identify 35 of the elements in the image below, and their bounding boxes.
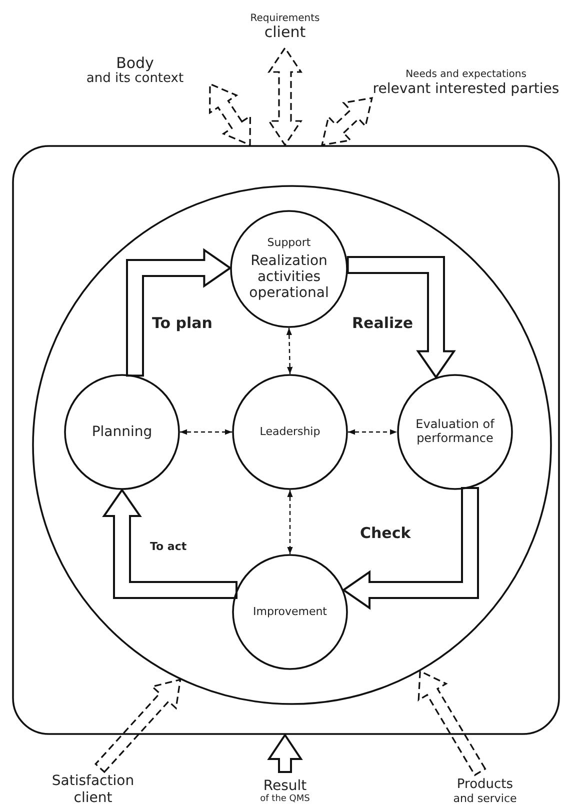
block-arrow: [94, 678, 182, 774]
arrow: [286, 328, 293, 374]
edge-label: To act: [150, 540, 187, 553]
node-label: client: [264, 24, 306, 42]
edge-label: To plan: [152, 314, 212, 332]
block-arrow: [346, 256, 456, 379]
node-label: Result: [263, 778, 307, 794]
node-label: Planning: [92, 424, 152, 440]
arrow: [348, 429, 397, 435]
node-label: relevant interested parties: [372, 80, 560, 97]
node-label: of the QMS: [260, 794, 310, 805]
node-label: and service: [453, 792, 517, 806]
node-label: Realization activities operational: [248, 253, 330, 302]
node-label: Improvement: [253, 606, 327, 618]
edge-label: Check: [360, 524, 411, 542]
block-arrow: [268, 46, 302, 146]
block-arrow: [320, 97, 374, 146]
node-label: and its context: [86, 72, 184, 88]
node-label: Products: [456, 778, 514, 793]
arrow: [180, 429, 232, 435]
node-label: Body: [116, 54, 154, 72]
block-arrow: [342, 487, 479, 610]
node-label: Evaluation of performance: [414, 418, 496, 446]
node-label: Leadership: [260, 426, 320, 438]
block-arrow: [208, 82, 252, 146]
node-label: Satisfaction client: [50, 773, 136, 806]
block-arrow: [102, 488, 238, 599]
block-arrow: [267, 733, 303, 773]
arrow: [287, 490, 293, 554]
block-arrow: [418, 670, 486, 776]
block-arrow: [126, 248, 232, 377]
node-label: Requirements: [250, 12, 320, 24]
node-label: Support: [267, 236, 311, 250]
edge-label: Realize: [352, 314, 414, 332]
node-label: Needs and expectations: [406, 69, 526, 81]
